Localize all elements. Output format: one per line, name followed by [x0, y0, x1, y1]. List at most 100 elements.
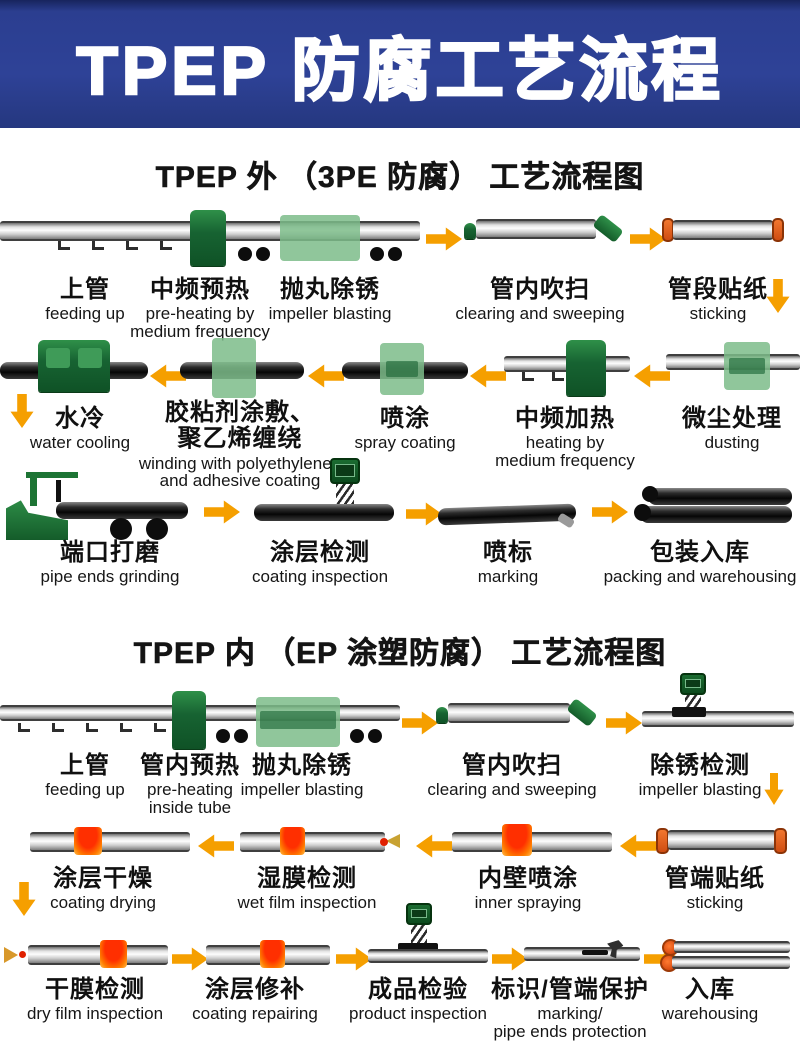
arrow-left-icon [470, 364, 506, 388]
step-dusting: 微尘处理 dusting [682, 405, 782, 453]
pipe-stack [640, 506, 792, 523]
support-hook [92, 241, 104, 250]
pipe-graphic [56, 502, 188, 519]
step-adhesive-winding: 胶粘剂涂敷、 聚乙烯缠绕 winding with polyethylene ,… [139, 399, 341, 489]
step-packing-warehousing: 包装入库 packing and warehousing [604, 539, 797, 586]
step-label-en: sticking [689, 304, 747, 324]
pipe-stack [648, 488, 792, 505]
step2-preheating-inside: 管内预热 pre-heating inside tube [140, 752, 240, 816]
step-label-zh: 包装入库 [650, 539, 750, 566]
roller [216, 729, 230, 743]
tester-device [330, 458, 360, 484]
step-label-en: clearing and sweeping [455, 304, 625, 324]
step2-dry-film-inspection: 干膜检测 dry film inspection [26, 976, 164, 1024]
step-label-zh: 管段贴纸 [668, 276, 768, 303]
step-label-en: pipe ends grinding [40, 567, 180, 587]
roller [256, 247, 270, 261]
step-label-zh: 管内吹扫 [489, 276, 590, 303]
step-label-en: coating repairing [192, 1004, 318, 1024]
grinder-rod [56, 480, 61, 502]
step-label-zh: 干膜检测 [45, 976, 145, 1003]
step-label-en: impeller blasting [638, 780, 762, 800]
step-label-zh: 涂层修补 [204, 976, 305, 1003]
pipe-graphic [30, 832, 190, 852]
pipe-graphic [240, 832, 385, 852]
detector-tip [19, 951, 26, 958]
step-label-zh: 抛丸除锈 [280, 276, 380, 303]
nozzle-mount [672, 707, 706, 717]
hot-section [280, 827, 305, 855]
pipe-graphic [452, 832, 612, 852]
preheater-block [190, 210, 226, 266]
pipe-cap [772, 218, 784, 242]
step2-warehousing: 入库 warehousing [661, 976, 759, 1024]
step-label-en: marking [477, 567, 539, 587]
bent-outlet [566, 697, 598, 728]
pipe-end [642, 486, 658, 502]
support-hook [52, 723, 64, 732]
preheater-block [172, 691, 206, 749]
pipe-graphic [448, 703, 570, 723]
step-label-zh: 管端贴纸 [665, 865, 765, 892]
step-marking: 喷标 marking [477, 539, 539, 587]
step-label-zh: 微尘处理 [682, 405, 782, 432]
support-hook [120, 723, 132, 732]
arrow-down-icon [766, 279, 790, 313]
step-label-zh: 喷标 [483, 539, 533, 566]
support-hook [126, 241, 138, 250]
arrow-down-icon [764, 773, 784, 805]
step-water-cooling: 水冷 water cooling [29, 405, 131, 453]
hot-section [260, 940, 285, 968]
step-label-zh: 上管 [60, 276, 110, 303]
step-label-zh: 上管 [60, 752, 110, 779]
step-preheating: 中频预热 pre-heating by medium frequency [130, 276, 270, 340]
step2-rust-inspection: 除锈检测 impeller blasting [638, 752, 762, 800]
step-label-en: dusting [704, 433, 760, 453]
flow1-row3: 端口打磨 pipe ends grinding 涂层检测 coating ins… [0, 458, 800, 602]
step2-feeding-up: 上管 feeding up [45, 752, 125, 800]
flow2-row3: 干膜检测 dry film inspection 涂层修补 coating re… [0, 903, 800, 1049]
step-label-en: sticking [686, 893, 744, 913]
pipe-cap [774, 828, 787, 854]
cooler-window [78, 348, 102, 368]
step2-pipe-blowing: 管内吹扫 clearing and sweeping [427, 752, 596, 799]
step-pipe-end-grinding: 端口打磨 pipe ends grinding [40, 539, 180, 587]
heater-block [566, 340, 606, 396]
pipe-graphic [673, 220, 773, 240]
hot-section [100, 940, 127, 968]
blast-chamber [256, 697, 340, 747]
step-label-zh: 中频预热 [150, 276, 250, 303]
roller [368, 729, 382, 743]
detector-pen [386, 834, 400, 848]
dusting-unit [724, 342, 770, 390]
step-label-en: feeding up [45, 780, 125, 800]
step-label-en: dry film inspection [26, 1004, 164, 1024]
flow1-row2: 水冷 water cooling 胶粘剂涂敷、 聚乙烯缠绕 winding wi… [0, 338, 800, 489]
blast-chamber [280, 215, 360, 261]
step-label-zh: 内壁喷涂 [478, 865, 578, 892]
arrow-right-icon [406, 502, 442, 526]
pipe-graphic [368, 949, 488, 963]
cooler-machine [38, 340, 110, 392]
step-label-en: warehousing [661, 1004, 759, 1024]
flow2-row2: 涂层干燥 coating drying 湿膜检测 wet film inspec… [0, 822, 800, 937]
support-hook [552, 372, 564, 381]
step-coating-inspection: 涂层检测 coating inspection [252, 539, 388, 586]
pipe-graphic [437, 503, 577, 526]
step2-product-inspection: 成品检验 product inspection [349, 976, 487, 1024]
step2-sticking: 管端贴纸 sticking [665, 865, 765, 913]
arrow-right-icon [592, 500, 628, 524]
pipe-graphic [28, 945, 168, 965]
arrow-right-icon [204, 500, 240, 524]
arrow-right-icon [402, 711, 438, 735]
step-label-en: product inspection [349, 1004, 487, 1024]
step-label-zh: 成品检验 [367, 976, 468, 1003]
wheel [146, 518, 168, 540]
section1-title: TPEP 外 （3PE 防腐） 工艺流程图 [155, 161, 645, 195]
step-label-en: water cooling [29, 433, 131, 453]
detector-funnel [4, 947, 18, 963]
support-hook [522, 372, 534, 381]
roller [234, 729, 248, 743]
spring [336, 484, 354, 504]
